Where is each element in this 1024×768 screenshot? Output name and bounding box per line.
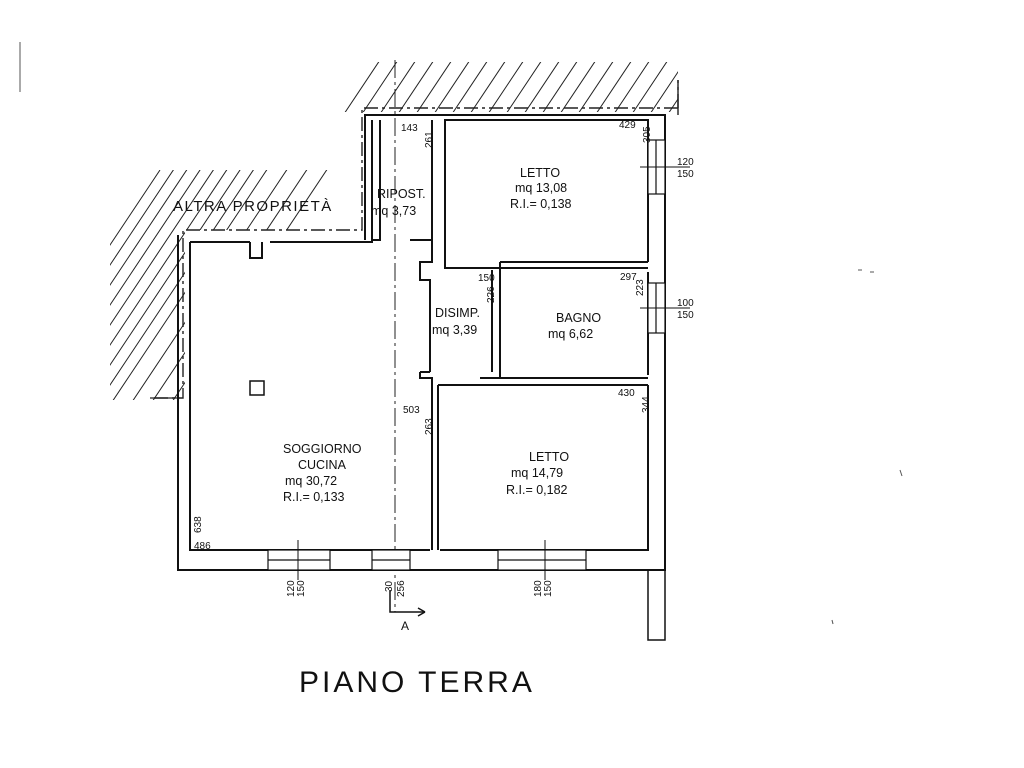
room-soggiorno-name2: CUCINA	[298, 458, 347, 472]
dim-261: 261	[424, 131, 435, 148]
dim-430: 430	[618, 388, 635, 399]
section-label: A	[401, 619, 409, 633]
win-right1-bottom: 150	[677, 169, 694, 180]
win-bottom1-bottom: 150	[296, 580, 307, 597]
win-right2-bottom: 150	[677, 310, 694, 321]
window-bottom-1	[267, 549, 331, 571]
win-bottom3-top: 180	[533, 580, 544, 597]
win-bottom1-top: 120	[286, 580, 297, 597]
dim-305: 305	[642, 126, 653, 143]
win-right1-top: 120	[677, 157, 694, 168]
dim-226: 226	[486, 286, 497, 303]
room-letto2-area: mq 14,79	[511, 466, 563, 480]
room-soggiorno-name1: SOGGIORNO	[283, 442, 362, 456]
room-letto1-name: LETTO	[520, 166, 560, 180]
room-bagno-name: BAGNO	[556, 311, 601, 325]
walls	[177, 114, 666, 571]
kitchen-fixture	[249, 380, 265, 396]
dim-150: 150	[478, 273, 495, 284]
room-letto2-ri: R.I.= 0,182	[506, 483, 568, 497]
room-soggiorno-ri: R.I.= 0,133	[283, 490, 345, 504]
dim-143: 143	[401, 123, 418, 134]
column-right	[647, 570, 666, 641]
hatched-area-top	[320, 62, 678, 112]
win-right2-top: 100	[677, 298, 694, 309]
dim-223: 223	[635, 279, 646, 296]
win-bottom2-top: 30	[384, 580, 395, 592]
window-leaders	[297, 166, 690, 580]
hatched-area-left	[110, 170, 365, 400]
scan-marks	[19, 42, 903, 625]
room-bagno-area: mq 6,62	[548, 327, 593, 341]
dim-344: 344	[641, 396, 652, 413]
room-letto1-ri: R.I.= 0,138	[510, 197, 572, 211]
room-disimp-area: mq 3,39	[432, 323, 477, 337]
room-soggiorno-area: mq 30,72	[285, 474, 337, 488]
dim-429: 429	[619, 120, 636, 131]
win-bottom2-bottom: 256	[396, 580, 407, 597]
room-ripost-area: mq 3,73	[371, 204, 416, 218]
section-marker-a	[389, 590, 426, 617]
dim-297: 297	[620, 272, 637, 283]
dim-486: 486	[194, 541, 211, 552]
room-disimp-name: DISIMP.	[435, 306, 480, 320]
dim-638: 638	[193, 516, 204, 533]
room-letto2-name: LETTO	[529, 450, 569, 464]
page-title: PIANO TERRA	[299, 666, 535, 699]
window-bottom-2	[371, 549, 411, 571]
neighbour-label: ALTRA PROPRIETÀ	[173, 198, 333, 215]
room-ripost-name: RIPOST.	[377, 187, 426, 201]
room-letto1-area: mq 13,08	[515, 181, 567, 195]
win-bottom3-bottom: 150	[543, 580, 554, 597]
dim-503: 503	[403, 405, 420, 416]
window-bottom-3	[497, 549, 587, 571]
dim-263: 263	[424, 418, 435, 435]
